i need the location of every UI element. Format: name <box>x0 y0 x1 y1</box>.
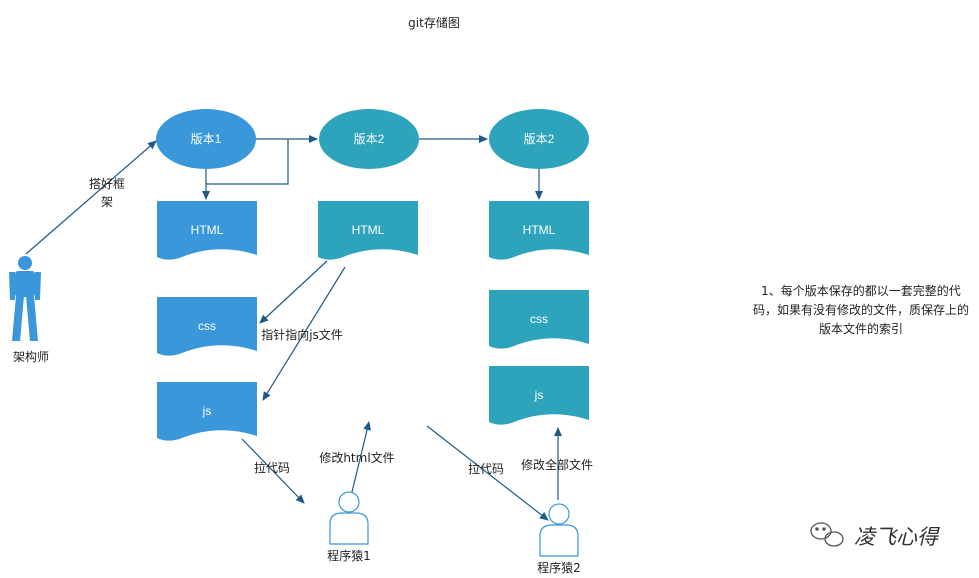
version-2-label: 版本2 <box>354 132 385 146</box>
arrow-architect-to-v1 <box>25 140 157 255</box>
watermark-text: 凌飞心得 <box>854 525 940 549</box>
version-1-label: 版本1 <box>191 132 222 146</box>
developer-1-person-icon <box>329 491 369 545</box>
modify-html-label: 修改html文件 <box>319 450 394 465</box>
arrow-pull-to-dev1 <box>241 438 305 504</box>
pointer-label: 指针指向js文件 <box>261 327 343 342</box>
v3-js-file: js <box>489 366 589 425</box>
developer-2-person-icon <box>539 503 579 557</box>
v1-html-file: HTML <box>157 201 257 260</box>
pull-label-1: 拉代码 <box>254 460 290 475</box>
version-node-3: 版本2 <box>489 109 589 169</box>
v3-css-file: css <box>489 290 589 349</box>
diagram-title: git存储图 <box>408 15 460 30</box>
v3-html-label: HTML <box>523 223 556 237</box>
architect-person-icon <box>9 256 41 341</box>
arrow-v2html-to-v1css <box>259 260 328 324</box>
v1-js-label: js <box>202 404 212 418</box>
wechat-icon <box>810 522 844 547</box>
version-node-1: 版本1 <box>156 109 256 169</box>
v3-js-label: js <box>534 388 544 402</box>
developer-2-label: 程序猿2 <box>537 560 581 575</box>
arrow-v2html-to-v1js <box>262 266 346 401</box>
modify-all-label: 修改全部文件 <box>521 457 593 472</box>
note-text: 1、每个版本保存的都以一套完整的代码，如果有没有修改的文件，质保存上的版本文件的… <box>752 284 969 336</box>
v1-js-file: js <box>157 382 257 441</box>
v1-css-label: css <box>198 319 216 333</box>
v1-css-file: css <box>157 297 257 356</box>
v2-html-label: HTML <box>352 223 385 237</box>
v1-html-label: HTML <box>191 223 224 237</box>
version-node-2: 版本2 <box>319 109 419 169</box>
arrow-dev1-modify-html <box>351 421 371 493</box>
connector-v1-v2-bracket <box>206 139 289 185</box>
setup-label-line1: 搭好框 <box>89 177 125 191</box>
version-3-label: 版本2 <box>524 132 555 146</box>
v3-html-file: HTML <box>489 201 589 260</box>
v3-css-label: css <box>530 312 548 326</box>
developer-1-label: 程序猿1 <box>327 548 371 563</box>
pull-label-2: 拉代码 <box>468 461 504 476</box>
setup-label-line2: 架 <box>101 195 113 209</box>
v2-html-file: HTML <box>318 201 418 260</box>
arrow-pull-to-dev2 <box>426 425 549 521</box>
architect-label: 架构师 <box>13 349 49 364</box>
